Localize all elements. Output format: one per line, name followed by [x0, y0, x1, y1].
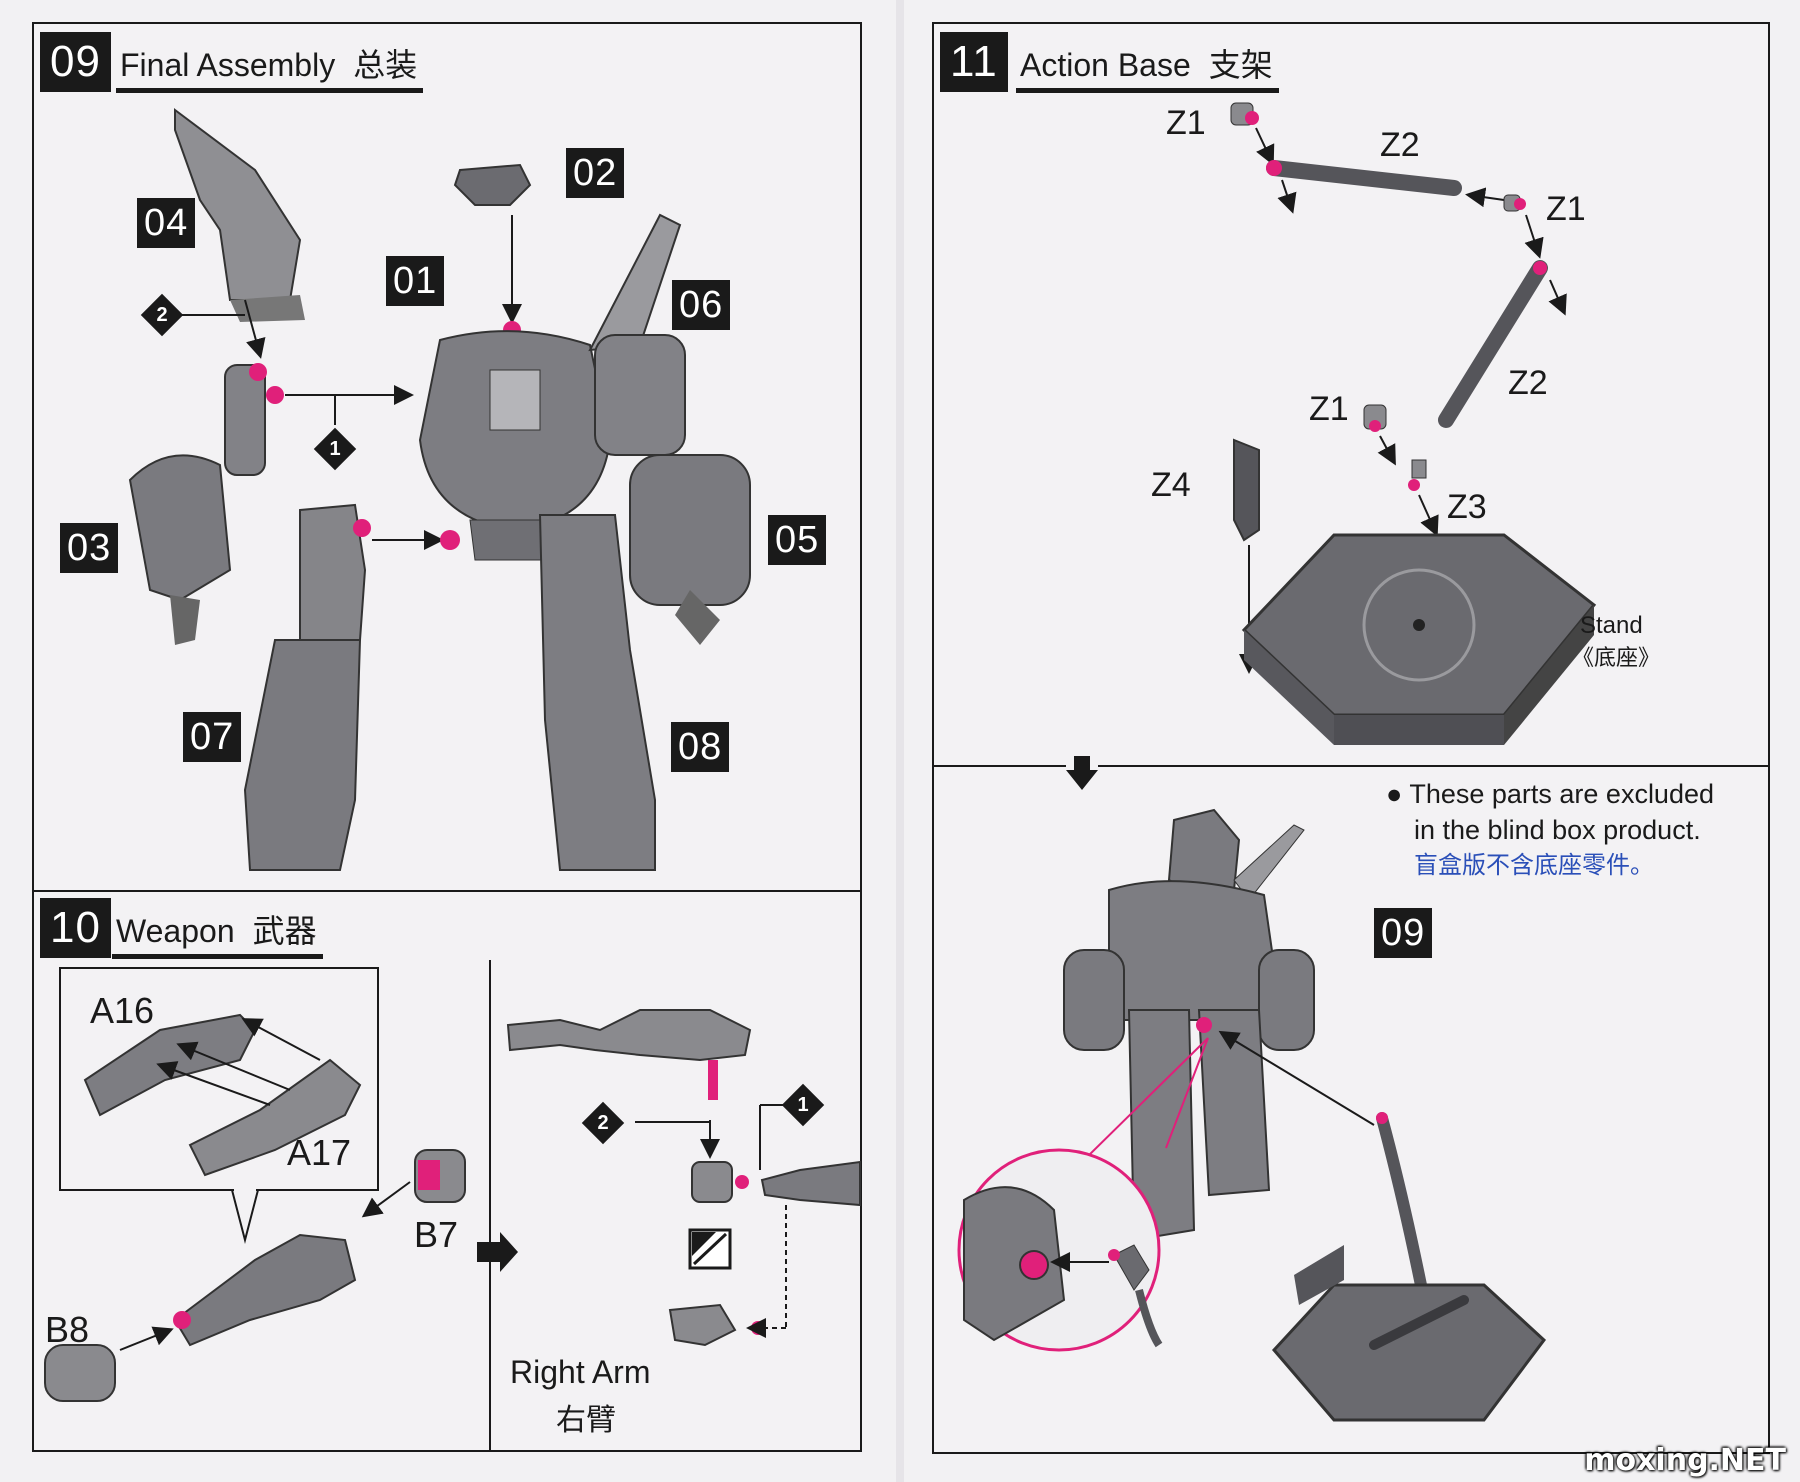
part-label-01: 01 — [386, 256, 445, 306]
step-number-09: 09 — [40, 32, 111, 92]
note-zh: 盲盒版不含底座零件。 — [1414, 852, 1654, 879]
note-line-1: These parts are excluded — [1409, 779, 1715, 809]
weapon-diamond-2: 2 — [581, 1101, 625, 1145]
callout-09: 09 — [1374, 908, 1433, 958]
title-en: Final Assembly — [120, 47, 336, 83]
part-label-b7: B7 — [414, 1214, 459, 1255]
stand-label-zh: 《底座》 — [1572, 645, 1661, 670]
title-en: Action Base — [1020, 47, 1191, 83]
weapon-diamond-1: 1 — [781, 1083, 825, 1127]
right-page: 11 Action Base 支架 — [904, 0, 1800, 1482]
step-number-10: 10 — [40, 898, 111, 958]
step-title-final-assembly: Final Assembly 总装 — [116, 40, 424, 93]
robot-assembly-illustration — [44, 108, 861, 1452]
part-label-08: 08 — [671, 722, 730, 772]
note-line-2: in the blind box product. — [1414, 815, 1701, 845]
right-arm-label-zh: 右臂 — [556, 1404, 616, 1437]
part-label-06: 06 — [672, 280, 731, 330]
title-zh: 武器 — [252, 913, 317, 949]
part-label-z3: Z3 — [1447, 488, 1487, 526]
part-label-z1-lower: Z1 — [1309, 390, 1349, 428]
step-title-weapon: Weapon 武器 — [112, 906, 323, 959]
note-bullet: ● — [1386, 779, 1403, 809]
step-order-diamond-1: 1 — [313, 427, 357, 471]
part-label-z4: Z4 — [1151, 466, 1191, 504]
title-zh: 支架 — [1208, 47, 1273, 83]
left-page: 09 Final Assembly 总装 — [0, 0, 896, 1482]
blind-box-note: ● These parts are excluded in the blind … — [1386, 776, 1714, 884]
part-label-a17: A17 — [287, 1132, 352, 1173]
title-zh: 总装 — [353, 47, 418, 83]
watermark: moxing.NET — [1584, 1443, 1786, 1478]
part-label-07: 07 — [183, 712, 242, 762]
part-label-04: 04 — [137, 198, 196, 248]
action-base-illustration — [934, 102, 1769, 1422]
part-label-z2-lower: Z2 — [1508, 364, 1548, 402]
part-label-b8: B8 — [45, 1309, 90, 1350]
part-label-z1-top: Z1 — [1166, 104, 1206, 142]
part-label-a16: A16 — [90, 990, 155, 1031]
part-label-05: 05 — [768, 515, 827, 565]
part-label-z1-right: Z1 — [1546, 190, 1586, 228]
step-title-action-base: Action Base 支架 — [1016, 40, 1279, 93]
part-label-02: 02 — [566, 148, 625, 198]
right-arm-label: Right Arm — [510, 1354, 651, 1390]
stand-label: Stand — [1580, 612, 1643, 639]
step-order-diamond-2: 2 — [140, 293, 184, 337]
part-label-03: 03 — [60, 523, 119, 573]
step-number-11: 11 — [940, 32, 1008, 92]
title-en: Weapon — [116, 913, 235, 949]
part-label-z2-top: Z2 — [1380, 126, 1420, 164]
